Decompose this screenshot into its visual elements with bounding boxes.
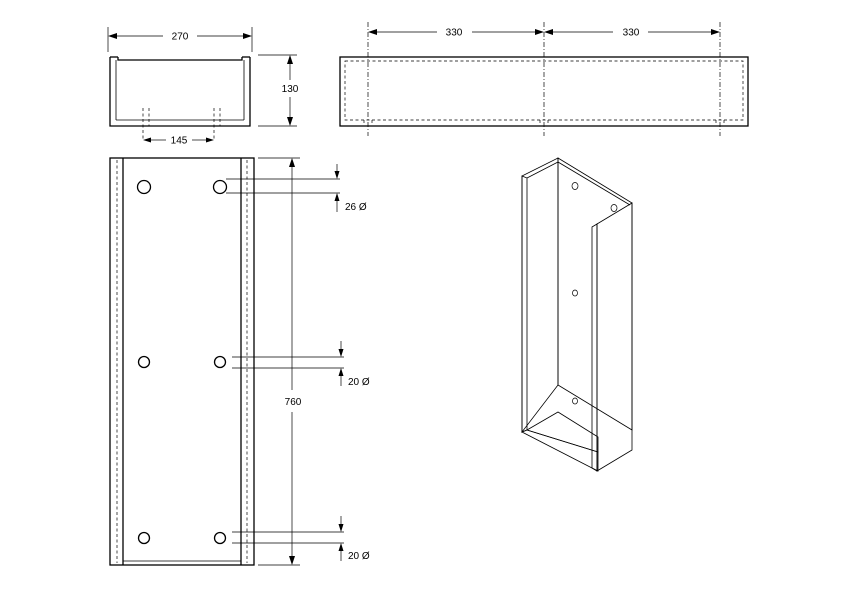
iso-hole-top-right (610, 204, 618, 212)
hole-bottom-left (137, 531, 151, 545)
hole-bottom-right (213, 531, 227, 545)
dim-label-side-height: 130 (282, 84, 299, 95)
iso-hole-top-left (571, 182, 579, 190)
dim-label-hole-spacing: 145 (171, 136, 188, 147)
dimension-side-height: 130 (258, 54, 299, 127)
iso-hole-bottom (572, 397, 578, 405)
dimension-top-width: 270 (107, 27, 253, 52)
dim-label-span-right: 330 (623, 28, 640, 39)
callout-hole-bottom: 20 Ø (232, 516, 370, 562)
dimension-hole-spacing: 145 (143, 136, 214, 147)
dim-label-top-width: 270 (172, 32, 189, 43)
dim-label-hole-top: 26 Ø (345, 202, 367, 213)
isometric-view (521, 157, 633, 472)
iso-hole-middle (572, 289, 578, 297)
iso-back-plate (557, 157, 633, 431)
dim-label-total-height: 760 (285, 397, 302, 408)
hole-middle-left (137, 355, 151, 369)
hole-middle-right (213, 355, 227, 369)
front-view (339, 22, 749, 136)
dimension-front-spans: 330 330 (368, 28, 720, 39)
top-view (109, 56, 251, 140)
plan-view (109, 157, 255, 566)
callout-hole-middle: 20 Ø (232, 341, 370, 388)
iso-bottom-floor (526, 411, 599, 453)
hole-top-left (136, 179, 152, 195)
dimension-total-height: 760 (258, 157, 302, 566)
dim-label-span-left: 330 (446, 28, 463, 39)
dim-label-hole-middle: 20 Ø (348, 377, 370, 388)
dim-label-hole-bottom: 20 Ø (348, 551, 370, 562)
hole-top-right (212, 179, 228, 195)
iso-right-wall (596, 202, 633, 472)
callout-hole-top: 26 Ø (226, 164, 367, 213)
